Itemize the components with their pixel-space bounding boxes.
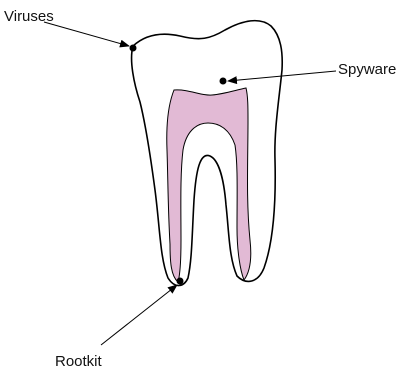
rootkit-label: Rootkit [55,354,102,369]
viruses-dot [130,45,137,52]
viruses-label: Viruses [4,9,54,24]
tooth-outline [132,21,283,286]
spyware-label: Spyware [338,62,396,77]
viruses-arrow [44,22,129,46]
spyware-dot [220,78,227,85]
rootkit-arrow [101,285,177,345]
pulp-chamber [167,88,251,282]
rootkit-dot [177,278,184,285]
